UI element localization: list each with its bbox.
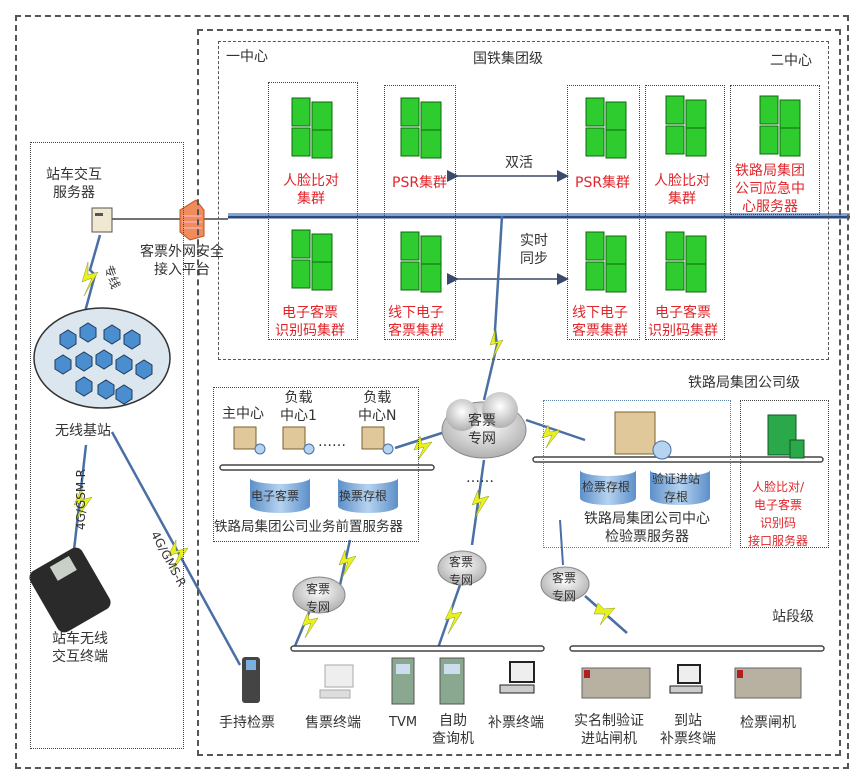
cluster-label-face-second: 人脸比对集群 — [654, 173, 710, 207]
check-server-bus — [532, 456, 824, 463]
terminal-label-arrival-supplement: 到站补票终端 — [660, 713, 716, 747]
server-stack-eticket-second — [662, 224, 710, 298]
tvm-icon — [391, 657, 415, 705]
group-boundary — [197, 29, 841, 756]
svg-text:……: …… — [466, 470, 494, 486]
terminal-label-tvm: TVM — [389, 715, 418, 730]
firewall-label: 客票外网安全接入平台 — [140, 244, 224, 278]
interface-server-box — [740, 400, 829, 548]
cloud-main-label: 客票专网 — [468, 413, 496, 447]
group-level-label: 国铁集团级 — [473, 51, 543, 67]
handheld-terminal-icon — [242, 657, 260, 703]
db-check-label: 检票存根 — [582, 480, 631, 494]
cluster-label-psr-second: PSR集群 — [575, 175, 631, 191]
check-gate-icon — [734, 667, 802, 699]
check-center-server-icon — [614, 411, 672, 460]
terminal-label-supplement: 补票终端 — [488, 715, 544, 731]
interaction-server-icon — [91, 207, 113, 233]
server-stack-emergency — [756, 88, 804, 162]
server-stack-face-first — [288, 90, 336, 164]
svg-text:……: …… — [318, 434, 346, 450]
db-eticket-label: 电子客票 — [251, 489, 300, 503]
link-gsm-label: 4G/GSM-R — [74, 469, 88, 530]
server-stack-psr-second — [582, 90, 630, 164]
station-bus-right — [569, 645, 825, 652]
cluster-label-psr-first: PSR集群 — [392, 175, 448, 191]
terminal-label-check-gate: 检票闸机 — [740, 715, 796, 731]
cluster-box-psr-first — [384, 85, 456, 340]
wireless-terminal-label: 站车无线交互终端 — [52, 631, 108, 665]
front-server-caption: 铁路局集团公司业务前置服务器 — [214, 519, 403, 535]
server-stack-offline-first — [397, 224, 445, 298]
terminal-label-query: 自助查询机 — [432, 713, 474, 747]
wireless-terminal-icon — [29, 547, 111, 633]
cloud-right-label: 客票专网 — [552, 571, 577, 603]
station-level-label: 站段级 — [772, 609, 814, 625]
bureau-level-label: 铁路局集团公司级 — [688, 375, 800, 391]
main-center-label: 主中心 — [222, 406, 264, 422]
cluster-label-eticket-first: 电子客票识别码集群 — [275, 305, 345, 339]
server-stack-eticket-first — [288, 222, 336, 296]
database-eticket — [250, 472, 310, 513]
active-active-label: 双活 — [505, 155, 533, 171]
front-server-bus — [219, 464, 435, 471]
front-server-box — [213, 387, 419, 542]
realtime-sync-label-1: 实时 — [520, 233, 548, 249]
outer-boundary — [15, 15, 849, 769]
first-center-label: 一中心 — [226, 49, 268, 65]
cluster-box-face-second — [645, 85, 725, 340]
cluster-box-emergency — [730, 85, 820, 215]
group-level-panel — [218, 41, 829, 360]
cloud-station-right — [540, 566, 590, 602]
second-center-label: 二中心 — [770, 53, 812, 69]
cluster-label-eticket-second: 电子客票识别码集群 — [648, 305, 718, 339]
realtime-sync-label-2: 同步 — [520, 251, 548, 267]
server-stack-offline-second — [582, 224, 630, 298]
cloud-left-label: 客票专网 — [306, 582, 331, 614]
database-exchange — [338, 472, 398, 513]
terminal-label-ticket: 售票终端 — [305, 715, 361, 731]
cluster-label-face-first: 人脸比对集群 — [283, 173, 339, 207]
supplement-terminal-icon — [499, 661, 535, 694]
cluster-box-face-first — [268, 82, 358, 340]
cluster-box-psr-second — [567, 85, 640, 340]
cluster-label-offline-first: 线下电子客票集群 — [388, 305, 444, 339]
cloud-station-left — [292, 576, 346, 614]
cluster-label-emergency: 铁路局集团公司应急中心服务器 — [735, 163, 805, 215]
interface-server-label: 人脸比对/电子客票识别码接口服务器 — [748, 480, 809, 548]
database-verify — [650, 464, 710, 505]
check-server-caption: 铁路局集团公司中心检验票服务器 — [584, 511, 710, 545]
server-stack-psr-first — [397, 90, 445, 164]
cloud-station-mid — [437, 550, 487, 586]
cloud-main — [441, 392, 527, 459]
check-server-box — [543, 400, 731, 548]
arrival-supplement-terminal-icon — [669, 664, 703, 694]
base-station-label: 无线基站 — [55, 423, 111, 439]
db-exchange-label: 换票存根 — [339, 489, 388, 503]
query-machine-icon — [439, 657, 465, 705]
db-verify-label: 验证进站存根 — [652, 472, 701, 504]
server-stack-face-second — [662, 88, 710, 162]
interface-server-icon — [767, 414, 805, 459]
load-center-1-label: 负载中心1 — [280, 390, 317, 424]
load-center-n-server-icon — [361, 426, 394, 455]
ticket-terminal-icon — [319, 664, 354, 699]
base-station-icon — [33, 307, 171, 409]
terminal-label-realname-gate: 实名制验证进站闸机 — [574, 713, 644, 747]
cluster-label-offline-second: 线下电子客票集群 — [572, 305, 628, 339]
left-panel — [30, 142, 184, 749]
terminal-label-handheld: 手持检票 — [219, 715, 275, 731]
main-center-server-icon — [233, 426, 266, 455]
realname-gate-icon — [581, 667, 651, 699]
interaction-server-label: 站车交互服务器 — [46, 167, 102, 201]
load-center-n-label: 负载中心N — [358, 390, 397, 424]
load-center-1-server-icon — [282, 426, 315, 455]
database-check — [580, 464, 636, 505]
cloud-mid-label: 客票专网 — [449, 555, 474, 587]
station-bus-left — [290, 645, 545, 652]
